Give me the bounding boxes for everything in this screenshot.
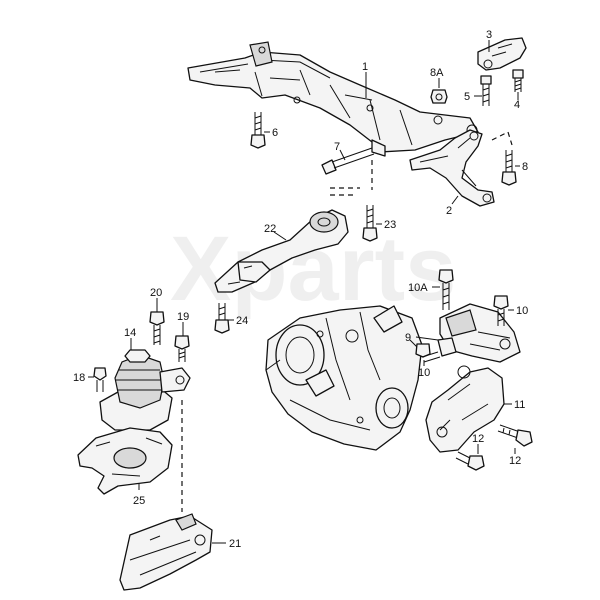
callout-6: 6: [272, 127, 278, 139]
callout-8a: 8A: [430, 67, 444, 79]
dashed-guide: [491, 131, 509, 141]
bolt-23: [362, 205, 378, 242]
callout-4: 4: [514, 99, 520, 111]
callout-8: 8: [522, 161, 528, 173]
gearbox-support: [425, 365, 505, 453]
bolt-12-lower: [455, 451, 485, 471]
callout-24: 24: [236, 315, 248, 327]
callout-23: 23: [384, 219, 396, 231]
dashed-guide: [507, 131, 513, 146]
control-arm: [409, 129, 495, 207]
heat-shield: [77, 427, 173, 495]
callout-7: 7: [334, 141, 340, 153]
callouts: 1 2 3 4 5 6 7 8 8A 9 10A 10 10 11 12 12 …: [73, 29, 528, 550]
callout-21: 21: [229, 538, 241, 550]
callout-12-upper: 12: [472, 433, 484, 445]
callout-10-left: 10: [418, 367, 430, 379]
callout-10-right: 10: [516, 305, 528, 317]
callout-18: 18: [73, 372, 85, 384]
callout-22: 22: [264, 223, 276, 235]
gearbox-mount: [437, 303, 521, 363]
subframe: [187, 41, 479, 157]
bolt-7: [321, 147, 375, 175]
callout-5: 5: [464, 91, 470, 103]
bolt-24: [214, 303, 230, 334]
callout-20: 20: [150, 287, 162, 299]
nut-8a: [430, 89, 448, 104]
callout-19: 19: [177, 311, 189, 323]
bolt-10-right: [493, 295, 509, 326]
gearbox-bracket: [477, 37, 527, 71]
bolt-19: [174, 335, 190, 362]
bolt-10-left: [415, 343, 441, 363]
callout-1: 1: [362, 61, 368, 73]
callout-14: 14: [124, 327, 136, 339]
bolt-8: [501, 150, 517, 186]
dashed-guide: [330, 187, 360, 196]
callout-3: 3: [486, 29, 492, 41]
bolt-20: [149, 311, 165, 345]
bolt-4: [512, 69, 524, 92]
bolt-5: [480, 75, 492, 106]
leader-lines: [88, 40, 520, 544]
torque-support: [214, 209, 349, 293]
callout-9: 9: [405, 332, 411, 344]
callout-2: 2: [446, 205, 452, 217]
engine-mount: [99, 349, 191, 431]
bolt-10a: [438, 269, 454, 310]
bracket-21: [119, 513, 213, 591]
callout-10a: 10A: [408, 282, 428, 294]
callout-12-lower: 12: [509, 455, 521, 467]
bolt-6: [250, 112, 266, 149]
callout-25: 25: [133, 495, 145, 507]
callout-11: 11: [514, 399, 525, 411]
bolt-18: [93, 367, 107, 392]
bolt-12-upper: [497, 424, 533, 447]
gearbox: [265, 305, 423, 451]
